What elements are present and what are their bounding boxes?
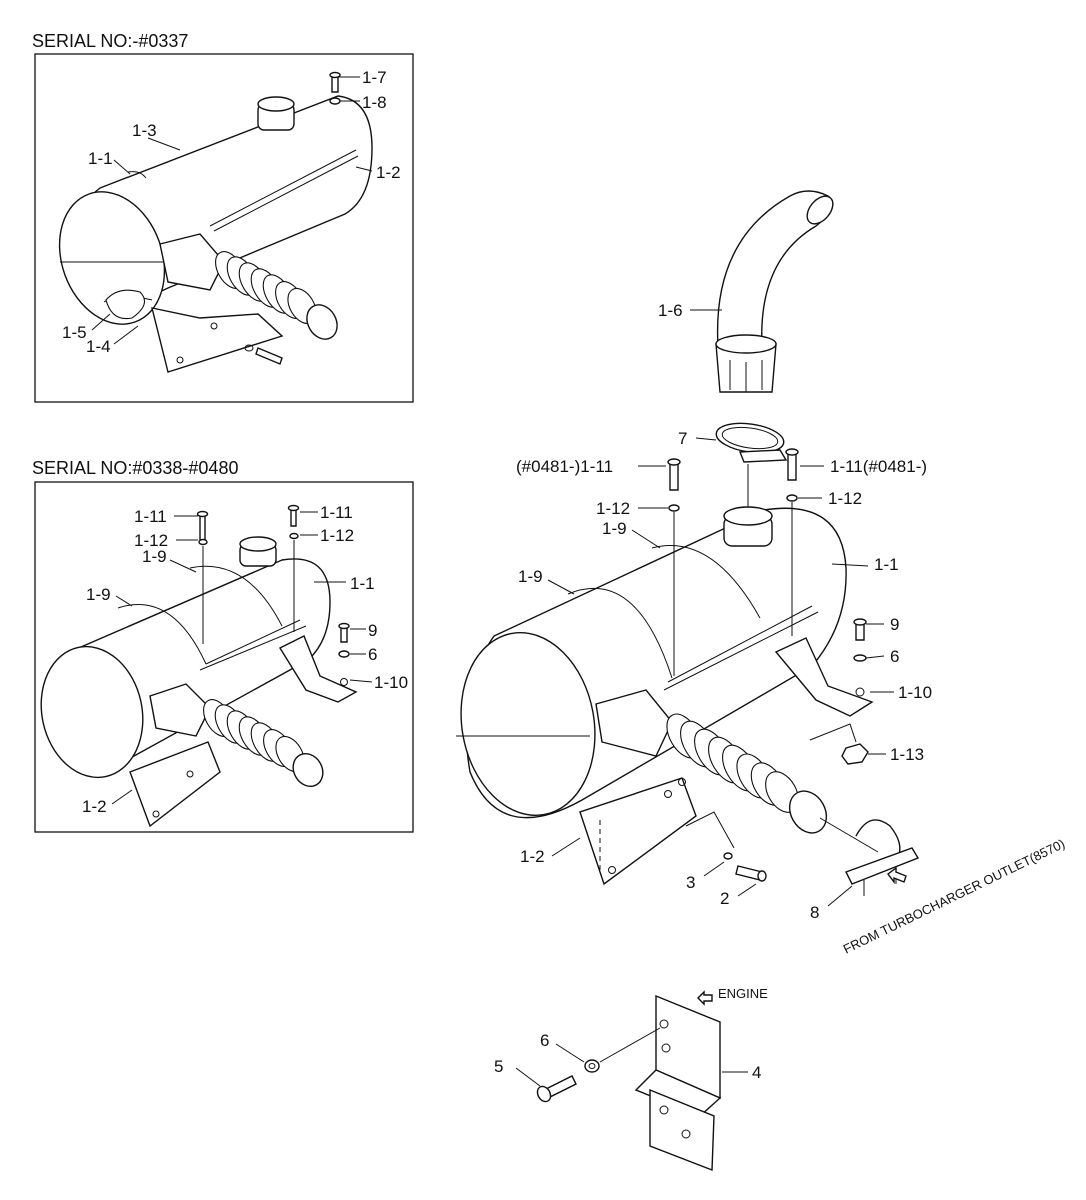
callout-1-5: 1-5 (62, 323, 87, 342)
perforated-plate-1-5 (105, 289, 146, 320)
callout-1-8: 1-8 (362, 93, 387, 112)
bellows-main (666, 713, 828, 834)
callout-1-9-b: 1-9 (86, 585, 111, 604)
callout-2: 2 (720, 889, 729, 908)
callout-1-12-b: 1-12 (320, 526, 354, 545)
panel-serial-0337: SERIAL NO:-#0337 (32, 31, 414, 403)
bolt-5 (536, 1075, 577, 1103)
panel-2-title: SERIAL NO:#0338-#0480 (32, 458, 238, 478)
callout-8: 8 (810, 903, 819, 922)
bellows-1 (215, 251, 338, 340)
panel-2-frame (34, 481, 414, 833)
clamp-7 (715, 422, 788, 512)
callout-1-12-left: 1-12 (596, 499, 630, 518)
panel-1-callouts: 1-7 1-8 1-3 1-1 1-2 1-5 1-4 (62, 68, 401, 356)
callout-7: 7 (678, 429, 687, 448)
callout-1-12-right: 1-12 (828, 489, 862, 508)
callout-1-2: 1-2 (520, 847, 545, 866)
callout-1-4: 1-4 (86, 337, 111, 356)
engine-label: ENGINE (718, 986, 768, 1001)
main-assembly: 1-6 7 (#0481-)1-11 1-11(#0481-) 1-12 1-1… (456, 190, 1067, 957)
u-clamp-8 (845, 819, 920, 896)
callout-1-13: 1-13 (890, 745, 924, 764)
callout-9: 9 (890, 615, 899, 634)
turbo-arrow (887, 866, 907, 885)
washer-6 (584, 1059, 600, 1073)
callout-1-9-top: 1-9 (602, 519, 627, 538)
callout-1-9-left: 1-9 (518, 567, 543, 586)
callout-1-9-a: 1-9 (142, 547, 167, 566)
callout-1-11-a: 1-11 (134, 507, 167, 526)
callout-1-11-right: 1-11(#0481-) (830, 457, 927, 476)
panel-1-title: SERIAL NO:-#0337 (32, 31, 188, 51)
callout-1-7: 1-7 (362, 68, 387, 87)
callout-9: 9 (368, 621, 377, 640)
callout-6-bracket: 6 (540, 1031, 549, 1050)
panel-1-leaders (91, 76, 373, 345)
tail-pipe-1-6 (715, 190, 834, 393)
muffler-main (456, 506, 879, 886)
panel-serial-0338-0480: SERIAL NO:#0338-#0480 (32, 458, 414, 833)
callout-1-1: 1-1 (88, 149, 113, 168)
bolt-2-washer-3 (685, 811, 767, 882)
callout-1-1: 1-1 (350, 574, 375, 593)
engine-bracket-group: 5 6 4 ENGINE (494, 986, 768, 1172)
callout-1-1: 1-1 (874, 555, 899, 574)
callout-1-3: 1-3 (132, 121, 157, 140)
engine-arrow (697, 990, 713, 1006)
main-fasteners (667, 448, 867, 676)
panel-2-callouts: 1-11 1-12 1-9 1-11 1-12 1-1 1-9 9 6 1-10… (82, 503, 408, 816)
callout-1-10: 1-10 (898, 683, 932, 702)
bellows-2 (203, 699, 324, 788)
turbocharger-note: FROM TURBOCHARGER OUTLET(8570) (841, 836, 1067, 957)
callout-6: 6 (368, 645, 377, 664)
callout-1-12-a: 1-12 (134, 531, 168, 550)
callout-1-2: 1-2 (376, 163, 401, 182)
panel-1-frame (34, 53, 414, 403)
callout-1-10: 1-10 (374, 673, 408, 692)
callout-1-11-b: 1-11 (320, 503, 353, 522)
muffler-2-drawing (40, 504, 358, 828)
callout-1-2: 1-2 (82, 797, 107, 816)
callout-3: 3 (686, 873, 695, 892)
callout-6: 6 (890, 647, 899, 666)
muffler-1-drawing (58, 71, 373, 373)
main-leaders (547, 309, 894, 907)
panel-2-leaders (111, 511, 373, 805)
callout-1-11-left: (#0481-)1-11 (516, 457, 613, 476)
callout-1-6: 1-6 (658, 301, 683, 320)
callout-5: 5 (494, 1057, 503, 1076)
nut-1-13 (809, 723, 869, 765)
callout-4: 4 (752, 1063, 761, 1082)
bracket-4 (634, 994, 722, 1172)
